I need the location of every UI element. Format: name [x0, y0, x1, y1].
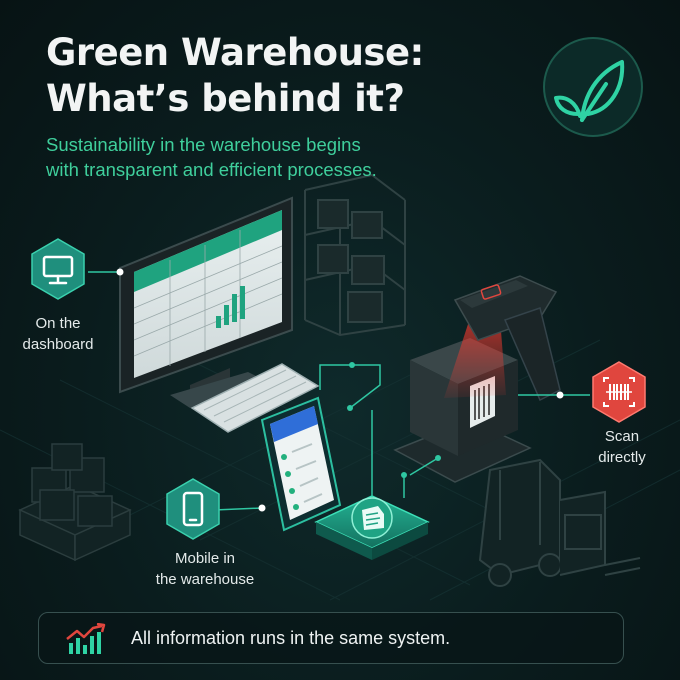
shelving-rack — [304, 173, 406, 337]
desktop-monitor — [119, 196, 293, 408]
scan-label-line-1: Scan — [604, 428, 640, 445]
title-line-2: What’s behind it? — [46, 77, 405, 120]
mobile-label: Mobile in the warehouse — [140, 548, 270, 590]
page-title: Green Warehouse: What’s behind it? — [46, 30, 424, 122]
scan-label-line-2: directly — [598, 449, 646, 466]
keyboard — [190, 363, 320, 433]
leaf-icon — [543, 37, 643, 137]
connector-dots — [116, 268, 564, 512]
mobile-label-line-1: Mobile in — [174, 550, 236, 567]
subtitle-line-1: Sustainability in the warehouse begins — [46, 134, 361, 155]
dashboard-label-line-1: On the — [35, 315, 81, 332]
title-line-1: Green Warehouse: — [46, 31, 424, 74]
footer-banner: All information runs in the same system. — [38, 612, 624, 664]
dashboard-label: On the dashboard — [12, 313, 104, 355]
connector-lines — [88, 271, 590, 511]
forklift — [478, 458, 641, 587]
dashboard-label-line-2: dashboard — [22, 336, 94, 353]
subtitle-line-2: with transparent and efficient processes… — [46, 159, 377, 180]
mobile-label-line-2: the warehouse — [155, 571, 255, 588]
trend-chart-icon — [66, 623, 106, 654]
barcode-scanner — [444, 275, 561, 402]
footer-text: All information runs in the same system. — [131, 628, 451, 648]
monitor-icon — [31, 238, 85, 300]
smartphone-icon — [166, 478, 220, 540]
box-stack — [18, 443, 132, 562]
scan-label: Scan directly — [582, 426, 662, 468]
central-platform — [314, 495, 430, 560]
barcode-icon — [592, 361, 646, 423]
page-subtitle: Sustainability in the warehouse begins w… — [46, 132, 377, 182]
tablet — [260, 396, 342, 532]
